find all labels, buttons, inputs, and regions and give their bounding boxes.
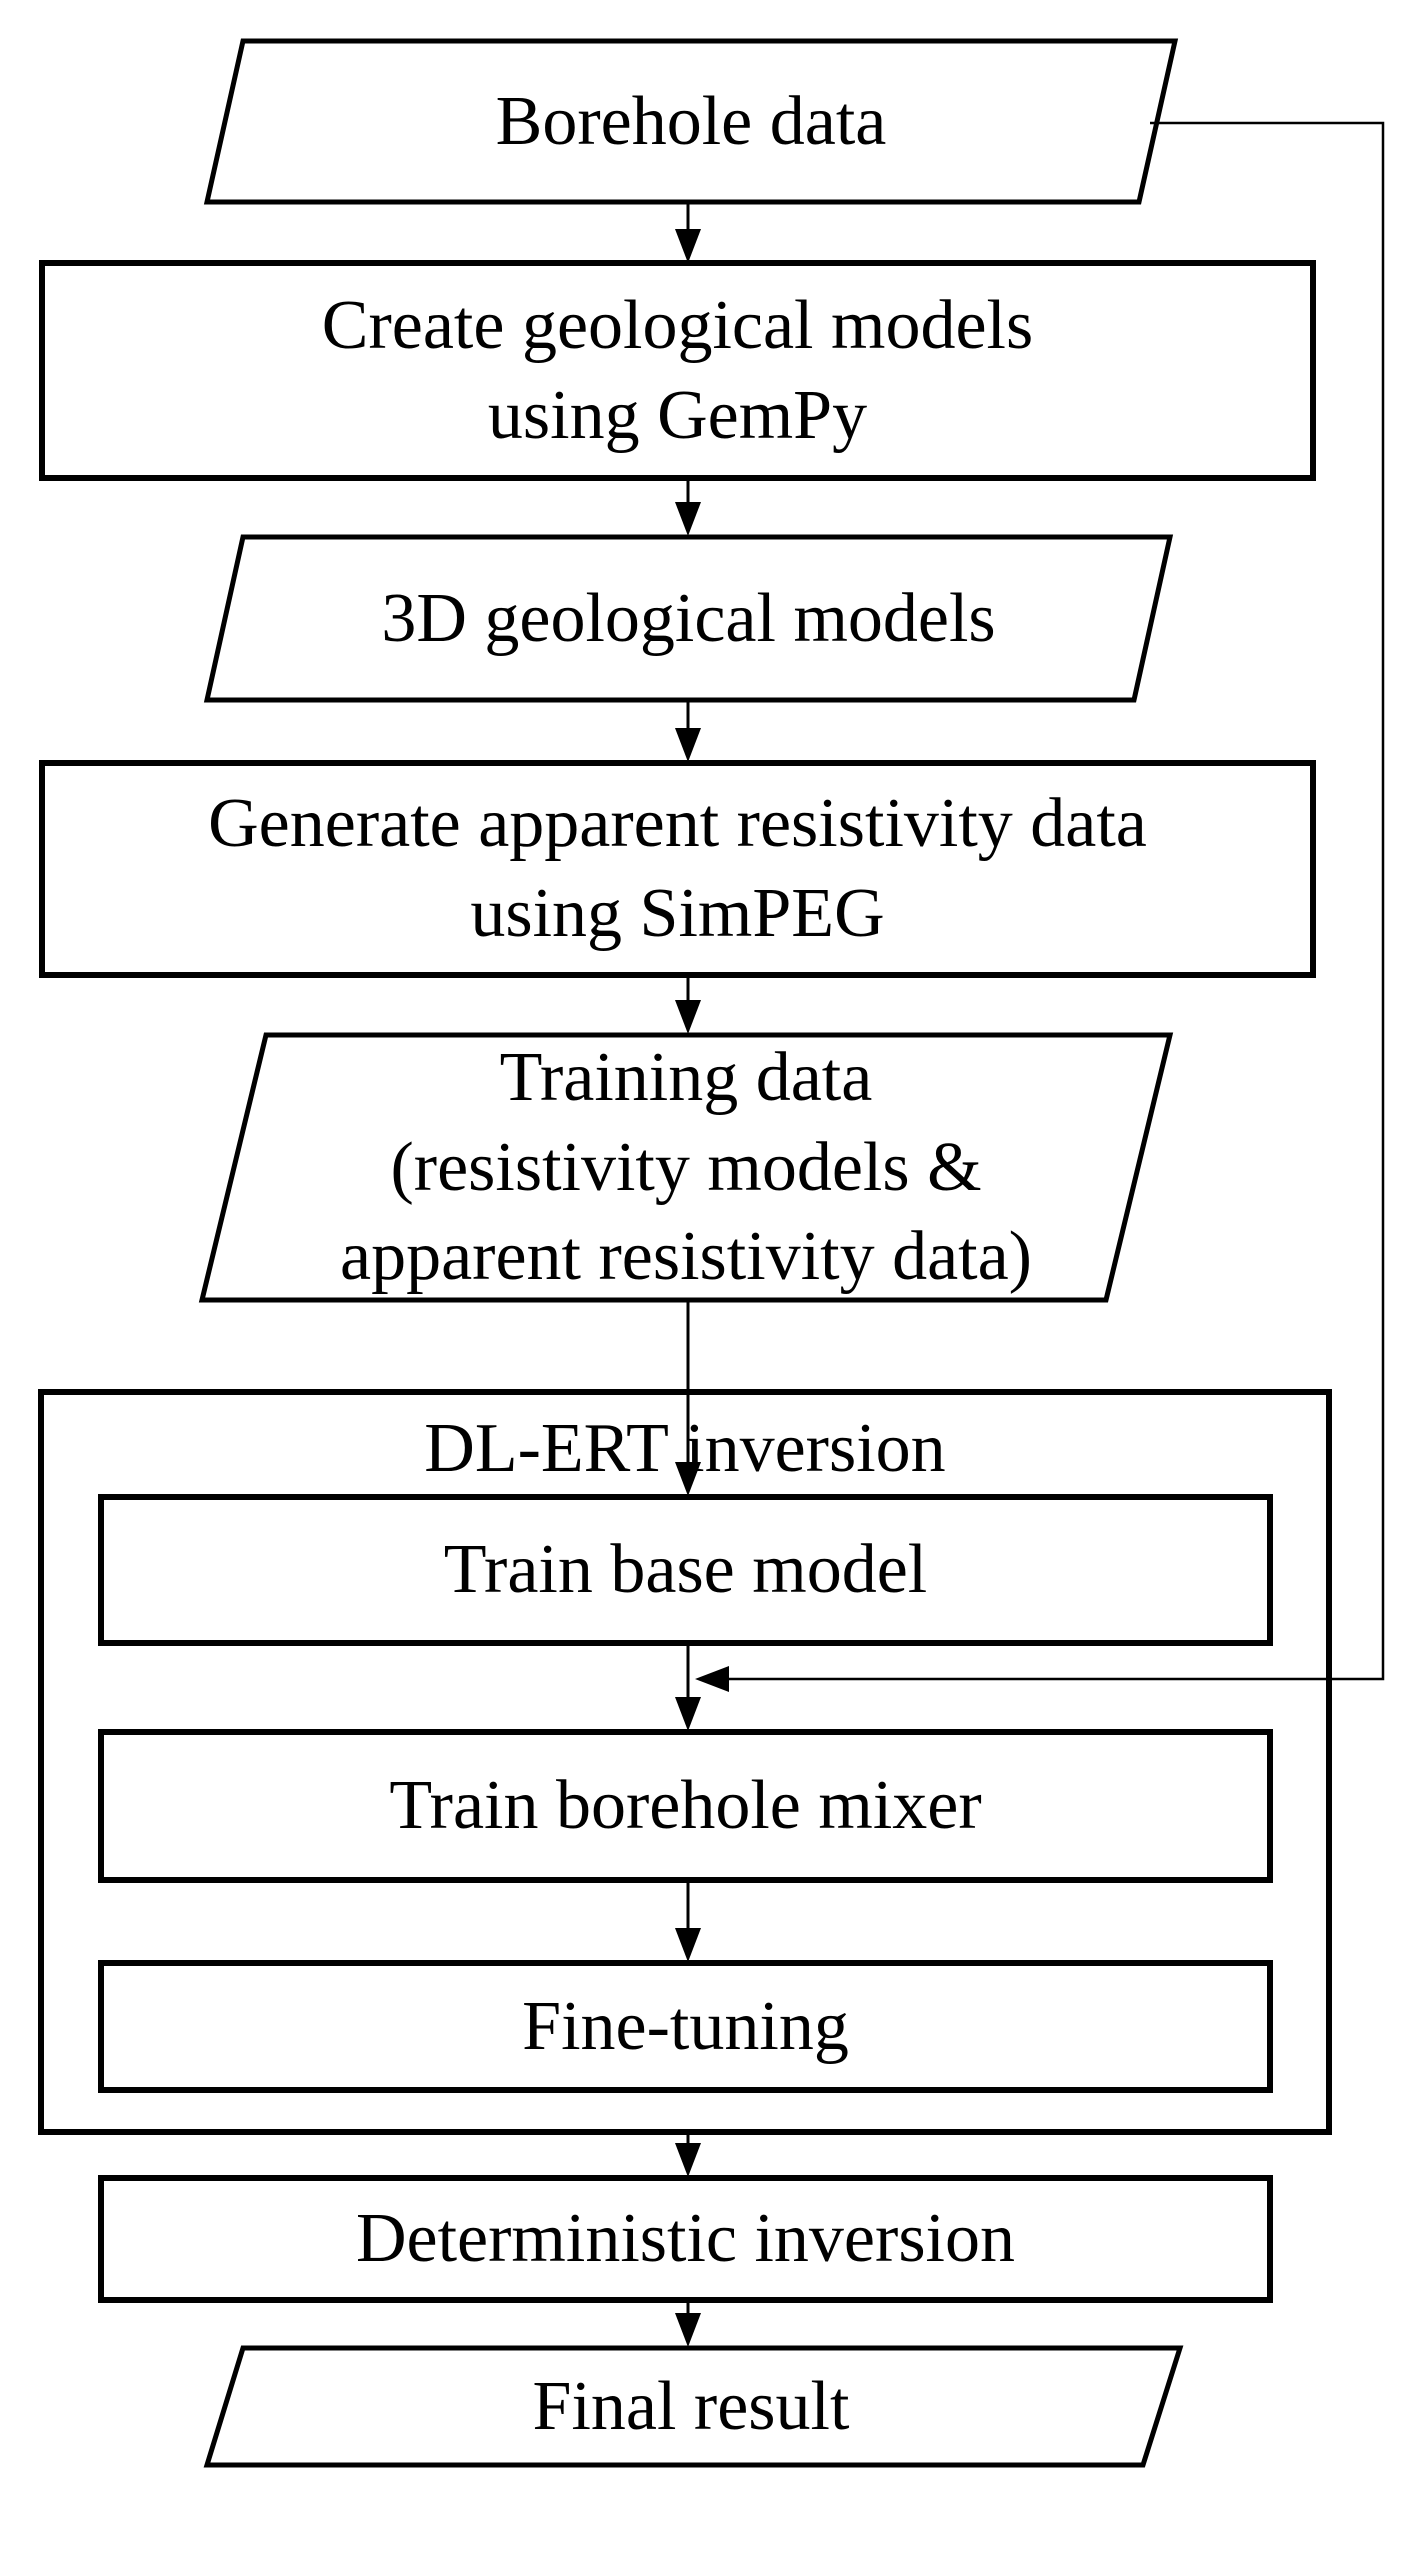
generate-apparent-resistivity-box [39,760,1316,978]
edge-training-data-to-train-base-arrowhead-icon [675,1462,701,1496]
train-base-model-box [98,1494,1273,1646]
fine-tuning-box [98,1960,1273,2093]
final-result-shape [203,2345,1184,2468]
edge-borehole-feedback [729,121,1385,1681]
create-geological-models-box [39,260,1316,481]
edge-generate-to-training-data-arrowhead-icon [675,1000,701,1034]
edge-3d-models-to-generate-arrowhead-icon [675,728,701,762]
edge-train-base-to-mixer-arrowhead-icon [675,1697,701,1731]
edge-borehole-to-create-arrowhead-icon [675,229,701,263]
edge-borehole-feedback-arrowhead-icon [695,1666,729,1692]
deterministic-inversion-box [98,2175,1273,2303]
edge-container-to-deterministic-arrowhead-icon [675,2143,701,2177]
geological-models-3d-shape [203,534,1174,703]
edge-mixer-to-fine-tuning-arrowhead-icon [675,1928,701,1962]
edge-deterministic-to-final-arrowhead-icon [675,2313,701,2347]
training-data-shape [198,1032,1174,1303]
edge-create-to-3d-models-arrowhead-icon [675,502,701,536]
borehole-data-shape [203,38,1179,205]
train-borehole-mixer-box [98,1729,1273,1883]
